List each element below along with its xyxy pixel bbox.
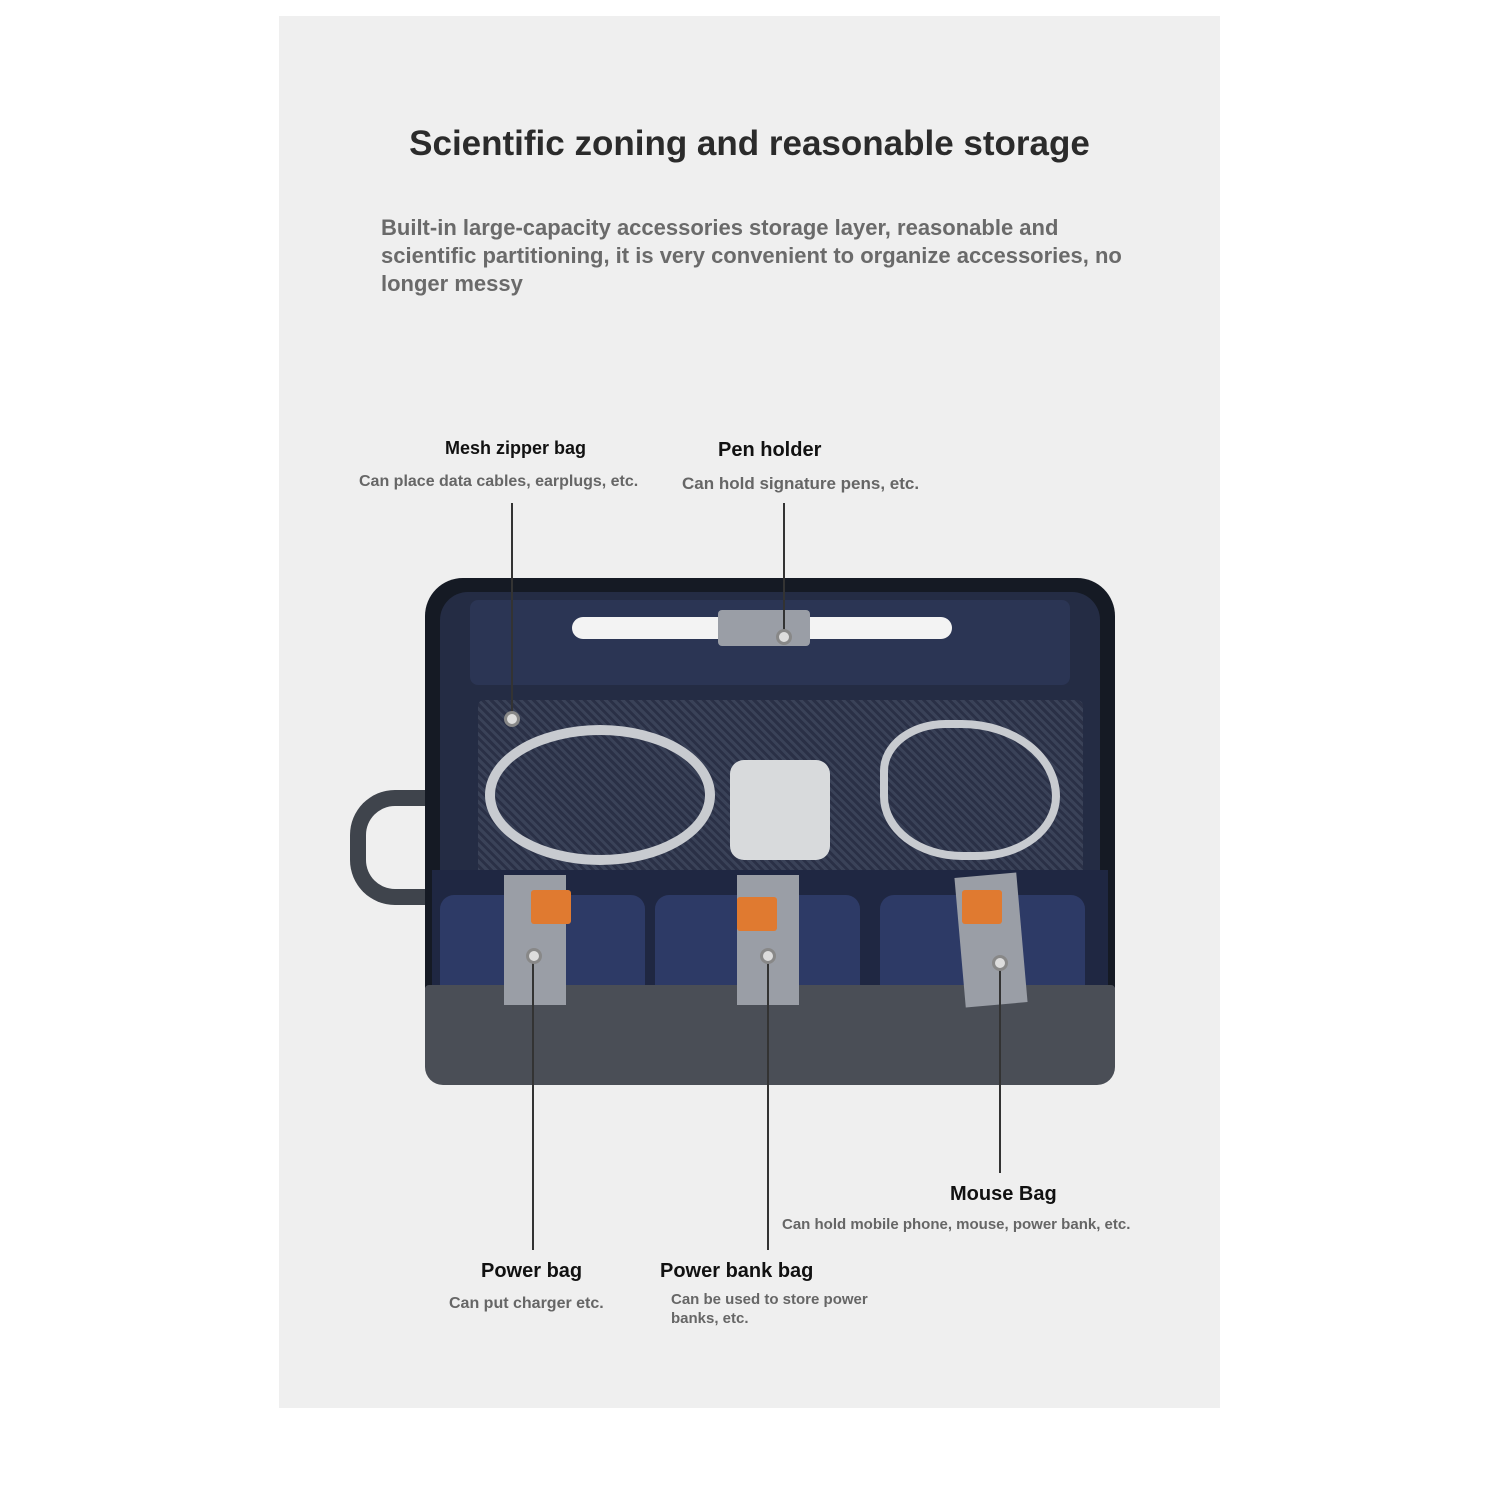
callout-label: Power bank bag (660, 1260, 814, 1282)
callout-label: Power bag (481, 1260, 583, 1282)
earbuds-case (730, 760, 830, 860)
callout-dot (526, 948, 542, 964)
plug-tag-icon (531, 890, 571, 924)
pen-strap (718, 610, 810, 646)
callout-dot (504, 711, 520, 727)
earphones (880, 720, 1060, 860)
callout-line (767, 960, 769, 1250)
callout-sub: Can put charger etc. (449, 1295, 604, 1312)
callout-line (783, 503, 785, 633)
callout-line (511, 503, 513, 715)
callout-dot (776, 629, 792, 645)
battery-tag-icon (737, 897, 777, 931)
page-title: Scientific zoning and reasonable storage (409, 124, 1090, 163)
callout-sub: Can hold mobile phone, mouse, power bank… (782, 1216, 1131, 1233)
callout-line (999, 968, 1001, 1173)
callout-dot (992, 955, 1008, 971)
callout-dot (760, 948, 776, 964)
callout-label: Mouse Bag (950, 1183, 1057, 1205)
callout-line (532, 960, 534, 1250)
callout-sub: Can be used to store power banks, etc. (671, 1291, 868, 1327)
mouse-tag-icon (962, 890, 1002, 924)
description: Built-in large-capacity accessories stor… (381, 215, 1122, 296)
callout-label: Mesh zipper bag (445, 438, 587, 458)
callout-label: Pen holder (718, 439, 822, 461)
callout-sub: Can hold signature pens, etc. (682, 474, 920, 493)
bag-handle (350, 790, 440, 905)
callout-sub: Can place data cables, earplugs, etc. (359, 473, 639, 490)
cable-coil (485, 725, 715, 865)
